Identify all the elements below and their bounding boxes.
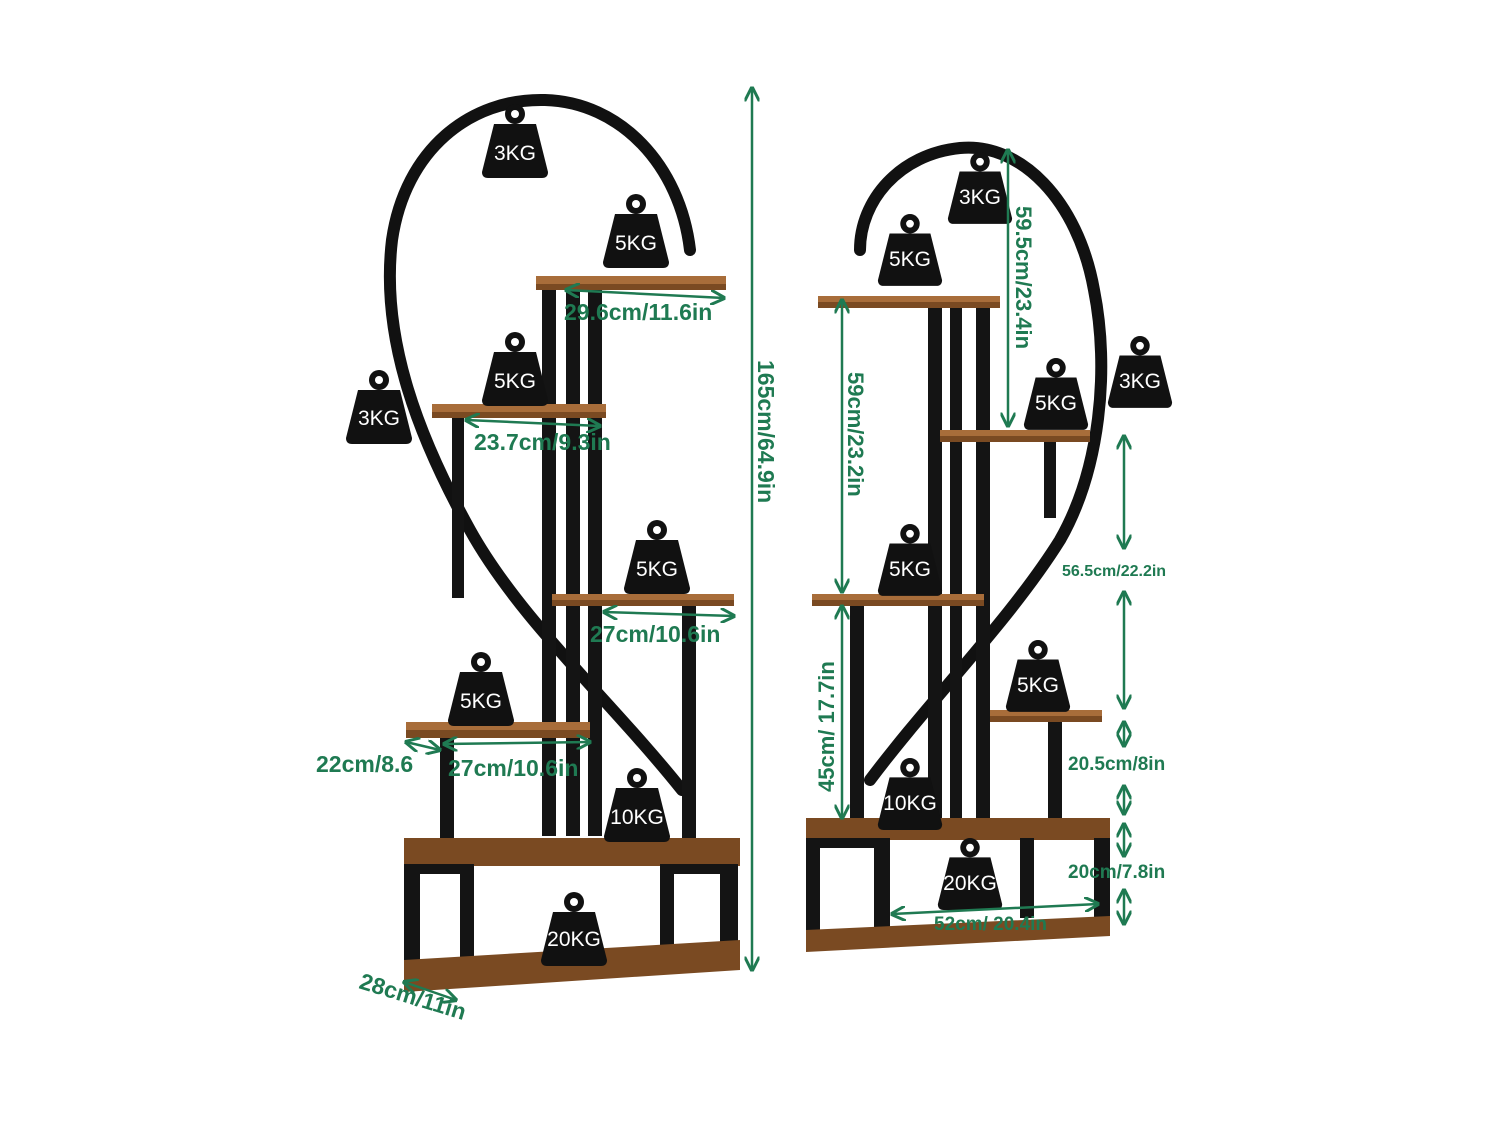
- weight-label: 3KG: [494, 142, 536, 165]
- weight-badge: 3KG: [346, 370, 412, 444]
- weight-badge: 20KG: [937, 837, 1003, 910]
- dimension-label: 29.6cm/11.6in: [564, 299, 712, 325]
- weight-badge: 5KG: [624, 520, 690, 594]
- right-stand: [806, 141, 1110, 952]
- weight-label: 5KG: [460, 690, 502, 713]
- right-post-1: [928, 300, 942, 820]
- dimension-label: 59.5cm/23.4in: [1011, 206, 1036, 349]
- weight-badge: 5KG: [603, 194, 669, 268]
- dimension-label: 165cm/64.9in: [753, 360, 779, 503]
- dimension-label: 23.7cm/9.3in: [474, 429, 611, 455]
- weight-badge: 5KG: [482, 332, 548, 406]
- right-post-3: [976, 300, 990, 820]
- right-post-6: [1048, 716, 1062, 820]
- weight-label: 5KG: [615, 232, 657, 255]
- weight-badge: 10KG: [604, 768, 670, 842]
- right-post-4: [1044, 438, 1056, 518]
- weight-badge: 5KG: [877, 524, 943, 596]
- weight-label: 10KG: [883, 792, 937, 815]
- weight-label: 3KG: [1119, 370, 1161, 393]
- dimension-label: 20.5cm/8in: [1068, 754, 1165, 775]
- left-arch: [383, 93, 696, 796]
- weight-label: 20KG: [547, 928, 601, 951]
- dimension-label: 20cm/7.8in: [1068, 862, 1165, 883]
- left-post-1: [542, 280, 556, 836]
- left-stand: [383, 93, 740, 992]
- weight-label: 5KG: [494, 370, 536, 393]
- weight-badge: 5KG: [448, 652, 514, 726]
- dimension-label: 27cm/10.6in: [448, 755, 578, 781]
- weight-label: 5KG: [1035, 392, 1077, 415]
- weight-label: 5KG: [889, 558, 931, 581]
- left-post-2: [566, 280, 580, 836]
- right-post-2: [950, 300, 962, 820]
- left-base-top: [404, 838, 740, 866]
- right-base-top: [806, 818, 1110, 840]
- weight-badge: 5KG: [877, 214, 943, 286]
- weight-badge: 5KG: [1023, 358, 1089, 430]
- left-weight-badges: 3KG 3KG 5KG 5KG 5KG 5KG 10KG 20KG: [346, 104, 690, 966]
- weight-badge: 5KG: [1005, 640, 1071, 712]
- weight-badge: 20KG: [541, 892, 607, 966]
- weight-label: 5KG: [889, 248, 931, 271]
- weight-badge: 10KG: [877, 757, 943, 830]
- right-dimensions: 59.5cm/23.4in 59cm/23.2in 45cm/ 17.7in 5…: [814, 150, 1166, 935]
- weight-label: 5KG: [636, 558, 678, 581]
- dimension-label: 59cm/23.2in: [843, 372, 868, 497]
- left-post-6: [682, 604, 696, 838]
- weight-badge: 3KG: [482, 104, 548, 178]
- left-base-bottom: [404, 940, 740, 992]
- dimension-label: 56.5cm/22.2in: [1062, 563, 1166, 580]
- right-base-bottom: [806, 916, 1110, 952]
- left-post-4: [452, 418, 464, 598]
- dimension-label: 27cm/10.6in: [590, 621, 720, 647]
- left-post-5: [440, 738, 454, 838]
- left-post-3: [588, 280, 602, 836]
- weight-badge: 3KG: [1107, 336, 1173, 408]
- right-weight-badges: 3KG 3KG 5KG 5KG 5KG 5KG 10KG 20KG: [877, 152, 1173, 910]
- dimension-label: 22cm/8.6: [316, 751, 413, 777]
- weight-label: 10KG: [610, 806, 664, 829]
- dimension-label: 52cm/ 20.4in: [934, 914, 1047, 935]
- right-post-5: [850, 604, 864, 820]
- weight-label: 5KG: [1017, 674, 1059, 697]
- weight-badge: 3KG: [947, 152, 1013, 224]
- weight-label: 3KG: [358, 407, 400, 430]
- weight-label: 20KG: [943, 872, 997, 895]
- left-shelf-upper: [432, 404, 606, 414]
- weight-label: 3KG: [959, 186, 1001, 209]
- dimension-label: 45cm/ 17.7in: [814, 661, 839, 792]
- right-arch: [854, 141, 1108, 786]
